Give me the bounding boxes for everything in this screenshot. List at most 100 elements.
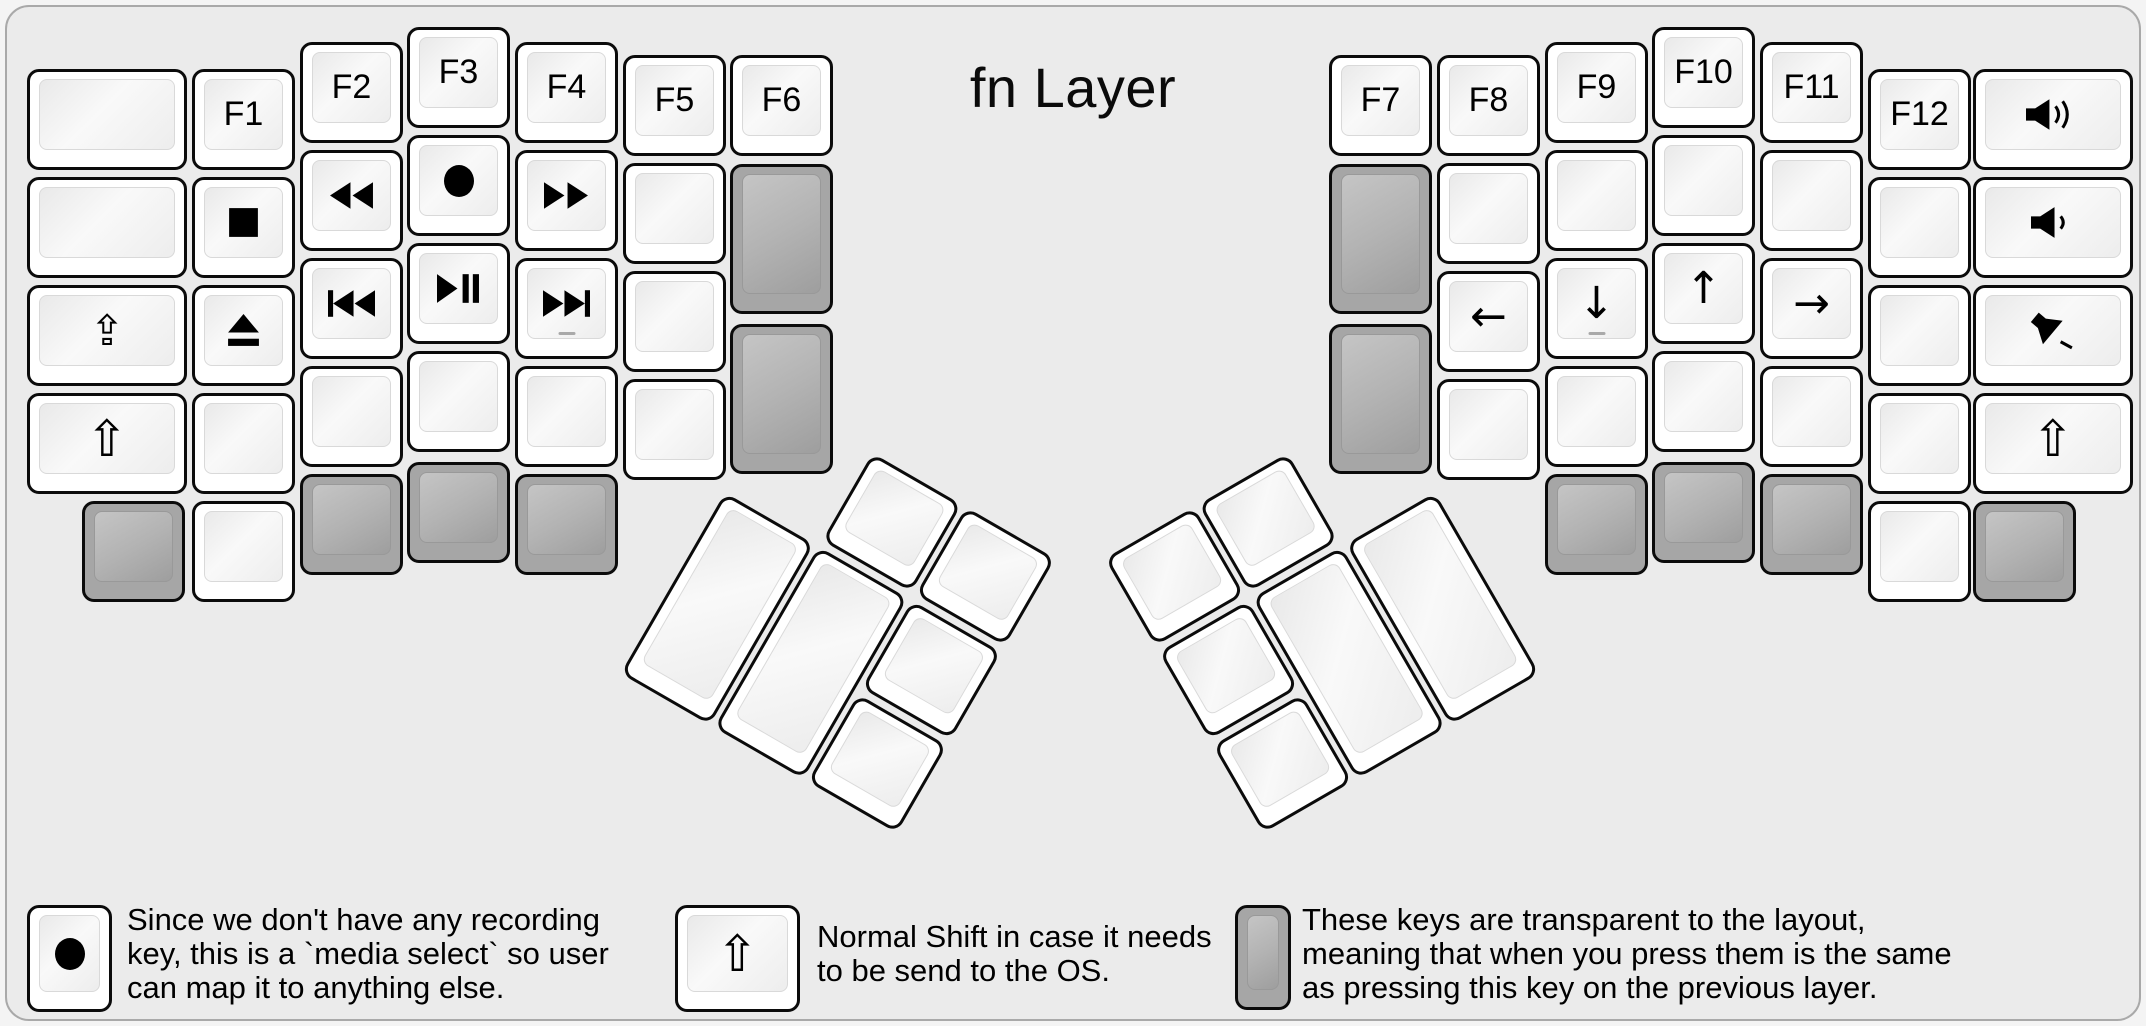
key-volume-up[interactable] <box>1973 69 2133 170</box>
key-f6[interactable]: F6 <box>730 55 833 156</box>
key-blank[interactable] <box>300 366 403 467</box>
key-f10[interactable]: F10 <box>1652 27 1755 128</box>
key-f1[interactable]: F1 <box>192 69 295 170</box>
keytop-surface <box>635 281 714 352</box>
keytop-surface <box>1228 708 1333 810</box>
key-blank[interactable] <box>1868 177 1971 278</box>
key-blank[interactable] <box>1652 462 1755 563</box>
key-next-track[interactable] <box>515 258 618 359</box>
key-blank[interactable] <box>192 393 295 494</box>
keytop-surface <box>742 334 821 454</box>
key-label: F7 <box>1360 81 1401 119</box>
key-f7[interactable]: F7 <box>1329 55 1432 156</box>
key-blank[interactable] <box>300 474 403 575</box>
key-blank[interactable] <box>192 501 295 602</box>
key-blank[interactable] <box>1868 393 1971 494</box>
key-blank[interactable] <box>623 379 726 480</box>
key-up-arrow[interactable]: ↑ <box>1652 243 1755 344</box>
keytop-surface <box>1449 389 1528 460</box>
key-blank[interactable] <box>1437 379 1540 480</box>
key-blank[interactable] <box>1652 351 1755 452</box>
key-volume-mute[interactable] <box>1973 285 2133 386</box>
key-fast-forward[interactable] <box>515 150 618 251</box>
key-shift[interactable]: ⇧ <box>1973 393 2133 494</box>
keytop-surface <box>1880 295 1959 366</box>
keytop-surface <box>1557 52 1636 123</box>
key-blank[interactable] <box>1760 366 1863 467</box>
key-play-pause[interactable] <box>407 243 510 344</box>
key-blank[interactable] <box>1760 474 1863 575</box>
key-rewind[interactable] <box>300 150 403 251</box>
keytop-surface <box>1880 79 1959 150</box>
key-blank[interactable] <box>1868 501 1971 602</box>
key-f5[interactable]: F5 <box>623 55 726 156</box>
key-blank[interactable] <box>1437 163 1540 264</box>
key-blank[interactable] <box>515 474 618 575</box>
keytop-surface <box>1880 511 1959 582</box>
key-eject[interactable] <box>192 285 295 386</box>
legend-sample-shift-key: ⇧ <box>675 905 800 1012</box>
key-blank[interactable] <box>1868 285 1971 386</box>
key-blank[interactable] <box>730 324 833 474</box>
volume-mute-icon <box>2030 310 2077 351</box>
key-down-arrow[interactable]: ↓ <box>1545 258 1648 359</box>
eject-icon <box>225 314 262 347</box>
key-f2[interactable]: F2 <box>300 42 403 143</box>
key-stop[interactable] <box>192 177 295 278</box>
key-shift[interactable]: ⇧ <box>27 393 187 494</box>
key-record[interactable] <box>407 135 510 236</box>
key-blank[interactable] <box>1329 324 1432 474</box>
keytop-surface <box>1664 145 1743 216</box>
key-blank[interactable] <box>623 271 726 372</box>
key-f12[interactable]: F12 <box>1868 69 1971 170</box>
key-blank[interactable] <box>515 366 618 467</box>
key-blank[interactable] <box>407 462 510 563</box>
key-left-arrow[interactable]: ← <box>1437 271 1540 372</box>
legend-text-transparent-keys: These keys are transparent to the layout… <box>1302 902 1952 1005</box>
key-f11[interactable]: F11 <box>1760 42 1863 143</box>
key-blank[interactable] <box>27 69 187 170</box>
key-f8[interactable]: F8 <box>1437 55 1540 156</box>
keytop-surface <box>635 389 714 460</box>
key-label: F6 <box>761 81 802 119</box>
key-blank[interactable] <box>1545 474 1648 575</box>
legend-text-normal-shift: Normal Shift in case it needs to be send… <box>817 919 1212 988</box>
key-blank[interactable] <box>730 164 833 314</box>
keytop-surface <box>204 511 283 582</box>
keytop-surface <box>527 52 606 123</box>
key-blank[interactable] <box>1652 135 1755 236</box>
keytop-surface <box>1557 376 1636 447</box>
key-blank[interactable] <box>27 177 187 278</box>
keytop-surface <box>1449 65 1528 136</box>
keytop-surface <box>1985 403 2121 474</box>
key-right-arrow[interactable]: → <box>1760 258 1863 359</box>
keytop-surface <box>1772 376 1851 447</box>
key-label: F3 <box>438 53 479 91</box>
key-blank[interactable] <box>407 351 510 452</box>
keytop-surface <box>312 52 391 123</box>
keytop-surface <box>312 484 391 555</box>
keytop-surface <box>1449 281 1528 352</box>
keytop-surface <box>1247 915 1279 990</box>
key-blank[interactable] <box>623 163 726 264</box>
key-prev-track[interactable] <box>300 258 403 359</box>
key-caps-lock[interactable]: ⇪ <box>27 285 187 386</box>
keytop-surface <box>1880 187 1959 258</box>
key-blank[interactable] <box>1545 150 1648 251</box>
keytop-surface <box>312 160 391 231</box>
key-blank[interactable] <box>1760 150 1863 251</box>
key-f9[interactable]: F9 <box>1545 42 1648 143</box>
keytop-surface <box>1557 160 1636 231</box>
keytop-surface <box>1664 472 1743 543</box>
right-arrow-icon: → <box>1793 277 1830 329</box>
keytop-surface <box>1449 173 1528 244</box>
keytop-surface <box>1772 484 1851 555</box>
key-f4[interactable]: F4 <box>515 42 618 143</box>
key-blank[interactable] <box>1329 164 1432 314</box>
key-blank[interactable] <box>1545 366 1648 467</box>
keytop-surface <box>1120 521 1225 623</box>
key-f3[interactable]: F3 <box>407 27 510 128</box>
key-blank[interactable] <box>1973 501 2076 602</box>
key-blank[interactable] <box>82 501 185 602</box>
key-volume-down[interactable] <box>1973 177 2133 278</box>
